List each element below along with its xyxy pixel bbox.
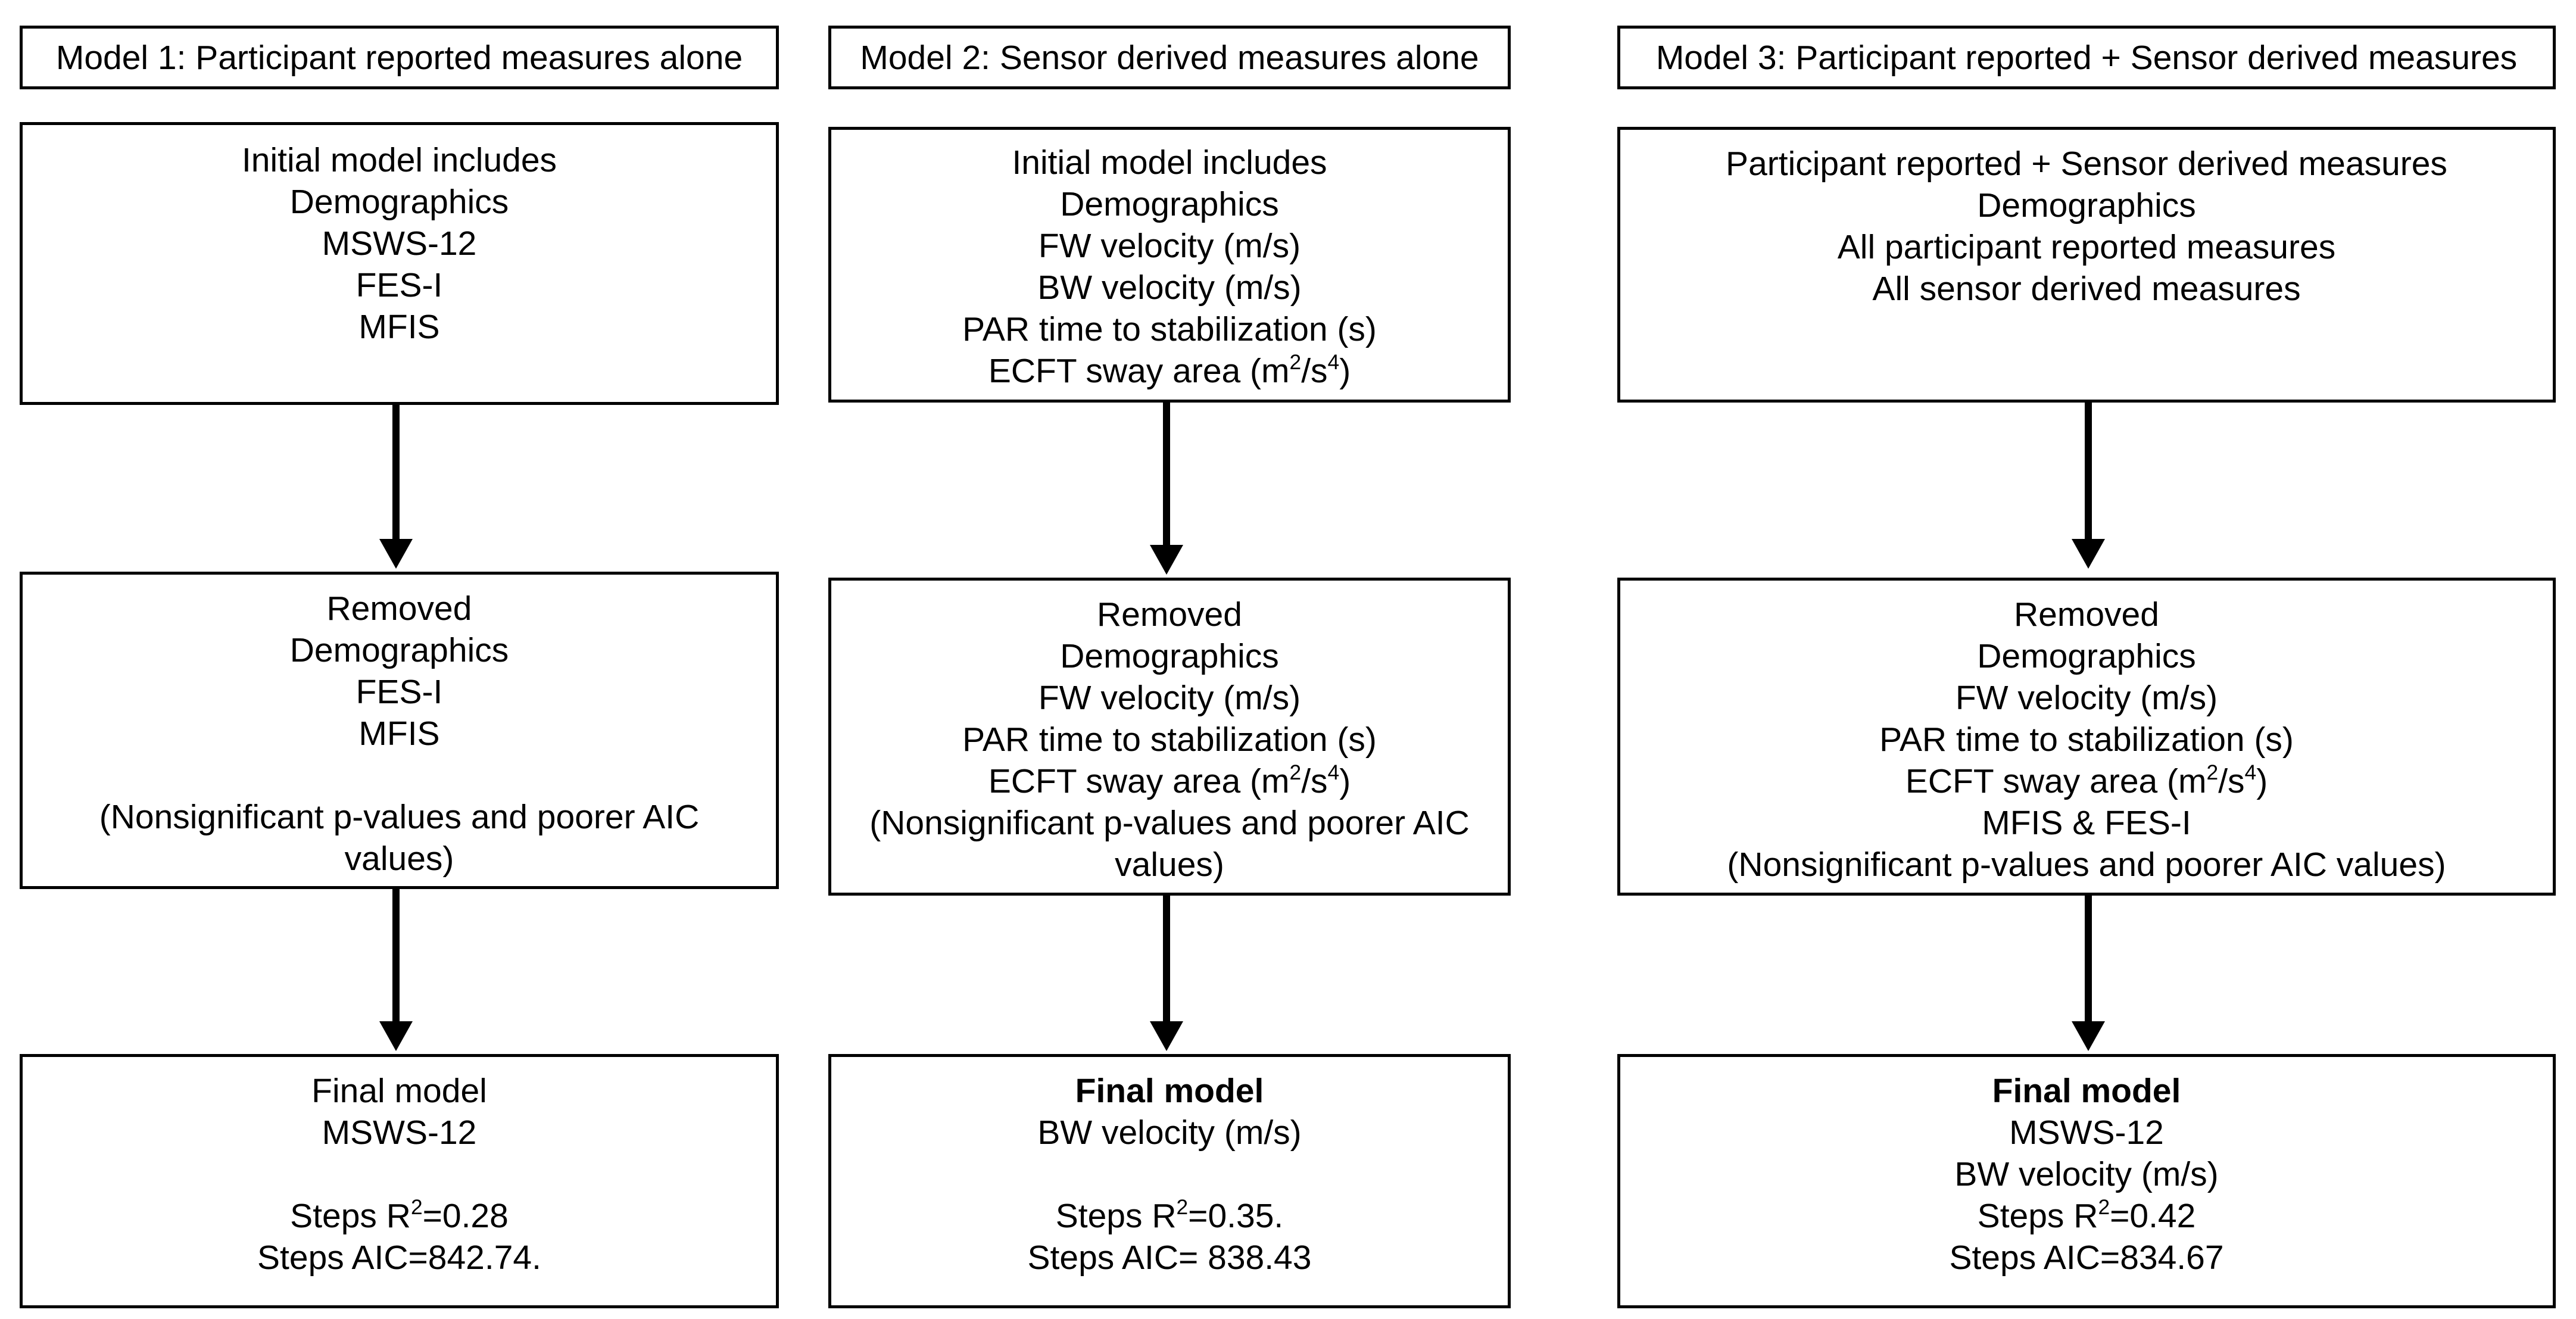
- model3-final-aic: Steps AIC=834.67: [1949, 1239, 2224, 1277]
- arrow-model1-initial-to-removed: [379, 405, 413, 569]
- model3-final-title: Final model: [1992, 1072, 2181, 1110]
- model2-final-box: Final model BW velocity (m/s) Steps R2=0…: [828, 1054, 1511, 1308]
- model3-final-var: BW velocity (m/s): [1954, 1155, 2219, 1193]
- model1-removed-line: values): [344, 840, 454, 878]
- model3-removed-box: Removed Demographics FW velocity (m/s) P…: [1617, 578, 2556, 896]
- model3-removed-line: Removed: [2014, 595, 2159, 634]
- model3-initial-box: Participant reported + Sensor derived me…: [1617, 127, 2556, 403]
- arrow-model3-removed-to-final: [2072, 896, 2105, 1051]
- model1-initial-line: Initial model includes: [241, 141, 557, 179]
- model1-initial-line: MFIS: [358, 308, 440, 346]
- model1-final-var: MSWS-12: [322, 1114, 477, 1152]
- model2-removed-line: values): [1115, 846, 1224, 884]
- arrow-model2-removed-to-final: [1150, 896, 1183, 1051]
- model1-removed-line: Demographics: [289, 631, 509, 669]
- model3-removed-line: PAR time to stabilization (s): [1879, 721, 2294, 759]
- model3-initial-line: Demographics: [1977, 186, 2196, 224]
- model1-final-title: Final model: [311, 1072, 487, 1110]
- model2-initial-box: Initial model includes Demographics FW v…: [828, 127, 1511, 403]
- model2-removed-box: Removed Demographics FW velocity (m/s) P…: [828, 578, 1511, 896]
- model2-removed-line: Demographics: [1060, 637, 1279, 675]
- model2-removed-line: Removed: [1097, 595, 1242, 634]
- model3-final-box: Final model MSWS-12 BW velocity (m/s) St…: [1617, 1054, 2556, 1308]
- model2-removed-sway: ECFT sway area (m2/s4): [988, 761, 1351, 800]
- model1-removed-line: FES-I: [355, 673, 443, 711]
- model1-final-box: Final model MSWS-12 Steps R2=0.28 Steps …: [20, 1054, 779, 1308]
- model1-removed-line: Removed: [326, 590, 472, 628]
- model2-final-r2: Steps R2=0.35.: [1055, 1196, 1284, 1235]
- model1-removed-line: MFIS: [358, 715, 440, 753]
- model1-header-text: Model 1: Participant reported measures a…: [55, 38, 743, 77]
- model3-removed-sway: ECFT sway area (m2/s4): [1905, 761, 2268, 800]
- model3-removed-line: FW velocity (m/s): [1955, 679, 2218, 717]
- model2-removed-line: PAR time to stabilization (s): [962, 721, 1377, 759]
- model3-removed-line: Demographics: [1977, 637, 2196, 675]
- model1-initial-line: MSWS-12: [322, 224, 477, 263]
- model1-initial-line: Demographics: [289, 183, 509, 221]
- model1-removed-box: Removed Demographics FES-I MFIS (Nonsign…: [20, 572, 779, 889]
- model3-header: Model 3: Participant reported + Sensor d…: [1617, 26, 2556, 89]
- model2-initial-line: BW velocity (m/s): [1037, 269, 1302, 307]
- model2-initial-line: PAR time to stabilization (s): [962, 310, 1377, 348]
- arrow-model3-initial-to-removed: [2072, 403, 2105, 569]
- model2-removed-line: (Nonsignificant p-values and poorer AIC: [869, 804, 1470, 842]
- model3-initial-line: All sensor derived measures: [1872, 270, 2301, 308]
- model2-initial-line: FW velocity (m/s): [1038, 227, 1301, 265]
- model2-initial-sway: ECFT sway area (m2/s4): [988, 351, 1351, 390]
- model1-initial-box: Initial model includes Demographics MSWS…: [20, 122, 779, 405]
- model2-initial-line: Initial model includes: [1012, 144, 1327, 182]
- model1-final-aic: Steps AIC=842.74.: [257, 1239, 541, 1277]
- model2-removed-line: FW velocity (m/s): [1038, 679, 1301, 717]
- model2-header: Model 2: Sensor derived measures alone: [828, 26, 1511, 89]
- model2-final-title: Final model: [1075, 1072, 1264, 1110]
- model1-removed-line: (Nonsignificant p-values and poorer AIC: [99, 798, 700, 836]
- arrow-model1-removed-to-final: [379, 889, 413, 1051]
- model3-removed-line: MFIS & FES-I: [1982, 804, 2191, 842]
- arrow-model2-initial-to-removed: [1150, 403, 1183, 575]
- model1-header: Model 1: Participant reported measures a…: [20, 26, 779, 89]
- model3-removed-line: (Nonsignificant p-values and poorer AIC …: [1727, 846, 2446, 884]
- model3-initial-line: All participant reported measures: [1837, 228, 2336, 266]
- model2-initial-line: Demographics: [1060, 185, 1279, 223]
- model3-header-text: Model 3: Participant reported + Sensor d…: [1655, 38, 2518, 77]
- model3-final-var: MSWS-12: [2009, 1114, 2164, 1152]
- model3-initial-line: Participant reported + Sensor derived me…: [1726, 145, 2447, 183]
- model2-header-text: Model 2: Sensor derived measures alone: [860, 38, 1479, 77]
- model1-initial-line: FES-I: [355, 266, 443, 304]
- model2-final-aic: Steps AIC= 838.43: [1027, 1239, 1312, 1277]
- model1-final-r2: Steps R2=0.28: [290, 1196, 509, 1235]
- model3-final-r2: Steps R2=0.42: [1977, 1196, 2196, 1235]
- model2-final-var: BW velocity (m/s): [1037, 1114, 1302, 1152]
